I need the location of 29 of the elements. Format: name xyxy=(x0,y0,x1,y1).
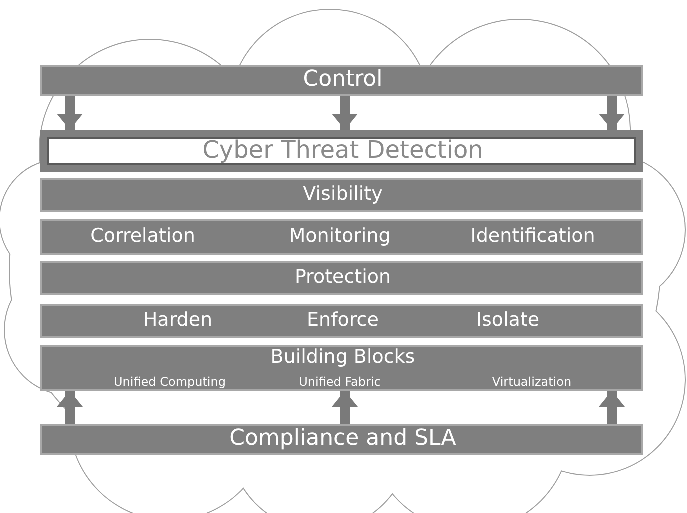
layer-band xyxy=(40,424,643,455)
layer-label: Visibility xyxy=(303,182,383,205)
layer-label: Isolate xyxy=(476,308,540,331)
layer-band xyxy=(40,304,643,338)
layer-label: Virtualization xyxy=(492,374,572,389)
layer-label: Control xyxy=(303,66,383,92)
layer-band xyxy=(40,65,643,96)
layer-band xyxy=(40,261,643,295)
layer-label: Cyber Threat Detection xyxy=(202,136,484,164)
block-arrow xyxy=(57,391,83,424)
layer-label: Enforce xyxy=(307,308,379,331)
layer-label: Harden xyxy=(143,308,213,331)
layer-label: Building Blocks xyxy=(270,346,416,368)
layer-band xyxy=(40,219,643,255)
layer-label: Unified Fabric xyxy=(299,374,381,389)
layer-label: Correlation xyxy=(90,224,196,247)
block-arrow xyxy=(599,391,625,424)
layer-label: Monitoring xyxy=(289,224,391,247)
framed-layer-box xyxy=(40,130,643,172)
layer-label: Compliance and SLA xyxy=(230,426,456,451)
block-arrow xyxy=(599,96,625,130)
block-arrow xyxy=(332,96,358,130)
layer-band xyxy=(40,178,643,212)
layer-label: Protection xyxy=(294,266,392,288)
block-arrow xyxy=(57,96,83,130)
layer-label: Identification xyxy=(470,224,596,247)
layer-label: Unified Computing xyxy=(114,374,226,389)
layer-band xyxy=(40,345,643,391)
block-arrow xyxy=(332,391,358,424)
